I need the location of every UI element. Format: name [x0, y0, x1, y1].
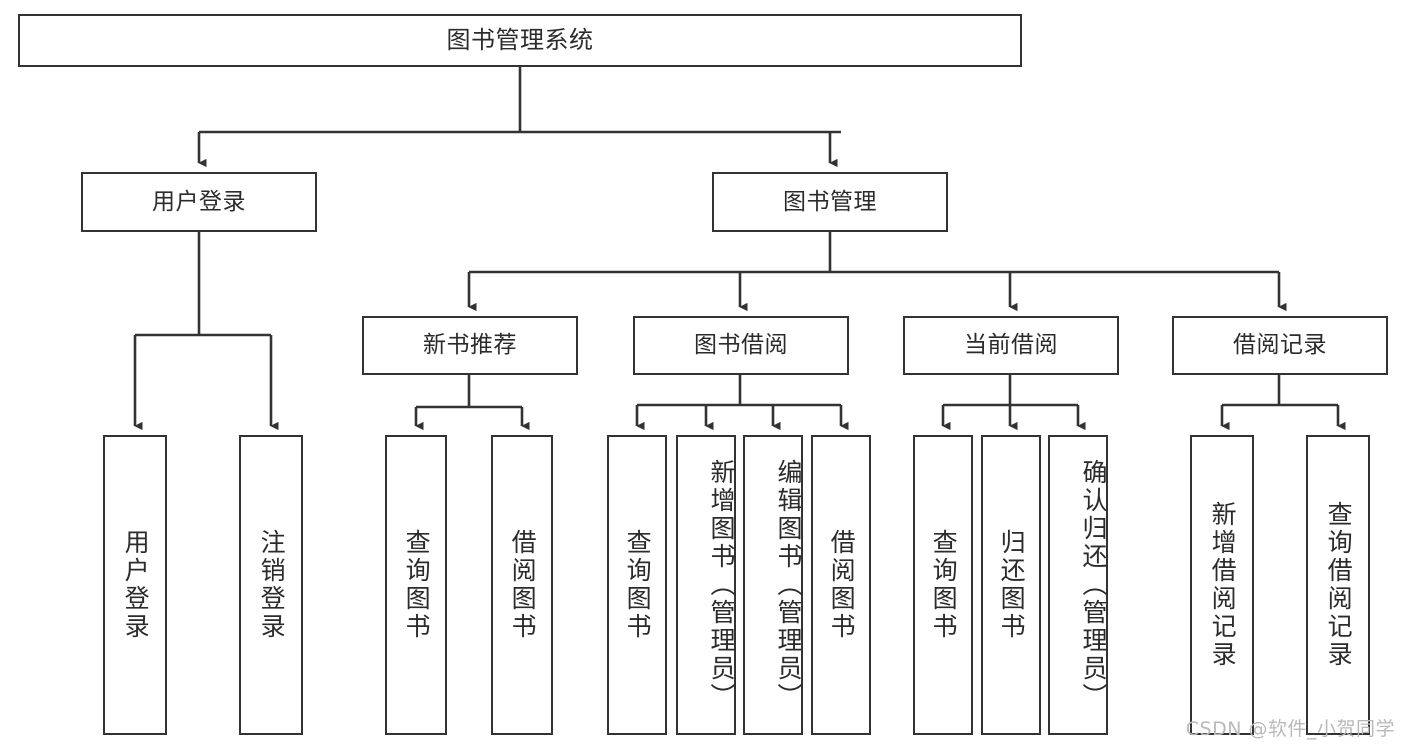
node-borrow-record[interactable]: 借阅记录: [1172, 316, 1388, 375]
node-leaf-logout[interactable]: 注销登录: [239, 435, 303, 735]
node-label: 图书管理系统: [446, 25, 594, 54]
node-leaf-return-book[interactable]: 归还图书: [981, 435, 1041, 735]
node-label: 借阅图书: [508, 529, 538, 641]
node-label: 借阅记录: [1233, 332, 1327, 359]
node-leaf-query-book-recommend[interactable]: 查询图书: [385, 435, 447, 735]
node-leaf-query-borrow-record[interactable]: 查询借阅记录: [1306, 435, 1370, 735]
node-book-borrow[interactable]: 图书借阅: [633, 316, 849, 375]
node-leaf-user-login[interactable]: 用户登录: [103, 435, 167, 735]
node-label: 借阅图书: [827, 529, 857, 641]
watermark-text: CSDN @软件_小贺同学: [1185, 718, 1395, 740]
node-label: 新增借阅记录: [1208, 501, 1238, 669]
node-label: 图书借阅: [694, 332, 788, 359]
node-leaf-query-book-current[interactable]: 查询图书: [913, 435, 973, 735]
node-label: 用户登录: [152, 188, 246, 215]
node-new-book-recommend[interactable]: 新书推荐: [362, 316, 578, 375]
node-leaf-query-book-borrow[interactable]: 查询图书: [607, 435, 667, 735]
node-leaf-edit-book-admin[interactable]: 编辑图书（管理员）: [743, 435, 803, 735]
node-leaf-add-borrow-record[interactable]: 新增借阅记录: [1190, 435, 1254, 735]
node-label: 查询图书: [623, 529, 653, 641]
node-label: 归还图书: [997, 529, 1027, 641]
node-leaf-borrow-book-recommend[interactable]: 借阅图书: [491, 435, 553, 735]
node-label: 确认归还（管理员）: [1079, 459, 1108, 711]
node-current-borrow[interactable]: 当前借阅: [903, 316, 1119, 375]
node-leaf-add-book-admin[interactable]: 新增图书（管理员）: [676, 435, 736, 735]
node-label: 编辑图书（管理员）: [774, 459, 803, 711]
node-label: 注销登录: [257, 529, 287, 641]
node-label: 新书推荐: [423, 332, 517, 359]
node-label: 查询借阅记录: [1324, 501, 1354, 669]
node-label: 用户登录: [121, 529, 151, 641]
node-label: 查询图书: [402, 529, 432, 641]
node-label: 图书管理: [783, 188, 877, 215]
node-user-login[interactable]: 用户登录: [81, 172, 317, 232]
node-leaf-confirm-return-admin[interactable]: 确认归还（管理员）: [1048, 435, 1108, 735]
node-leaf-borrow-book[interactable]: 借阅图书: [811, 435, 871, 735]
node-root-book-management-system[interactable]: 图书管理系统: [18, 14, 1022, 67]
node-book-management[interactable]: 图书管理: [712, 172, 948, 232]
node-label: 新增图书（管理员）: [707, 459, 736, 711]
node-label: 查询图书: [929, 529, 959, 641]
node-label: 当前借阅: [964, 332, 1058, 359]
